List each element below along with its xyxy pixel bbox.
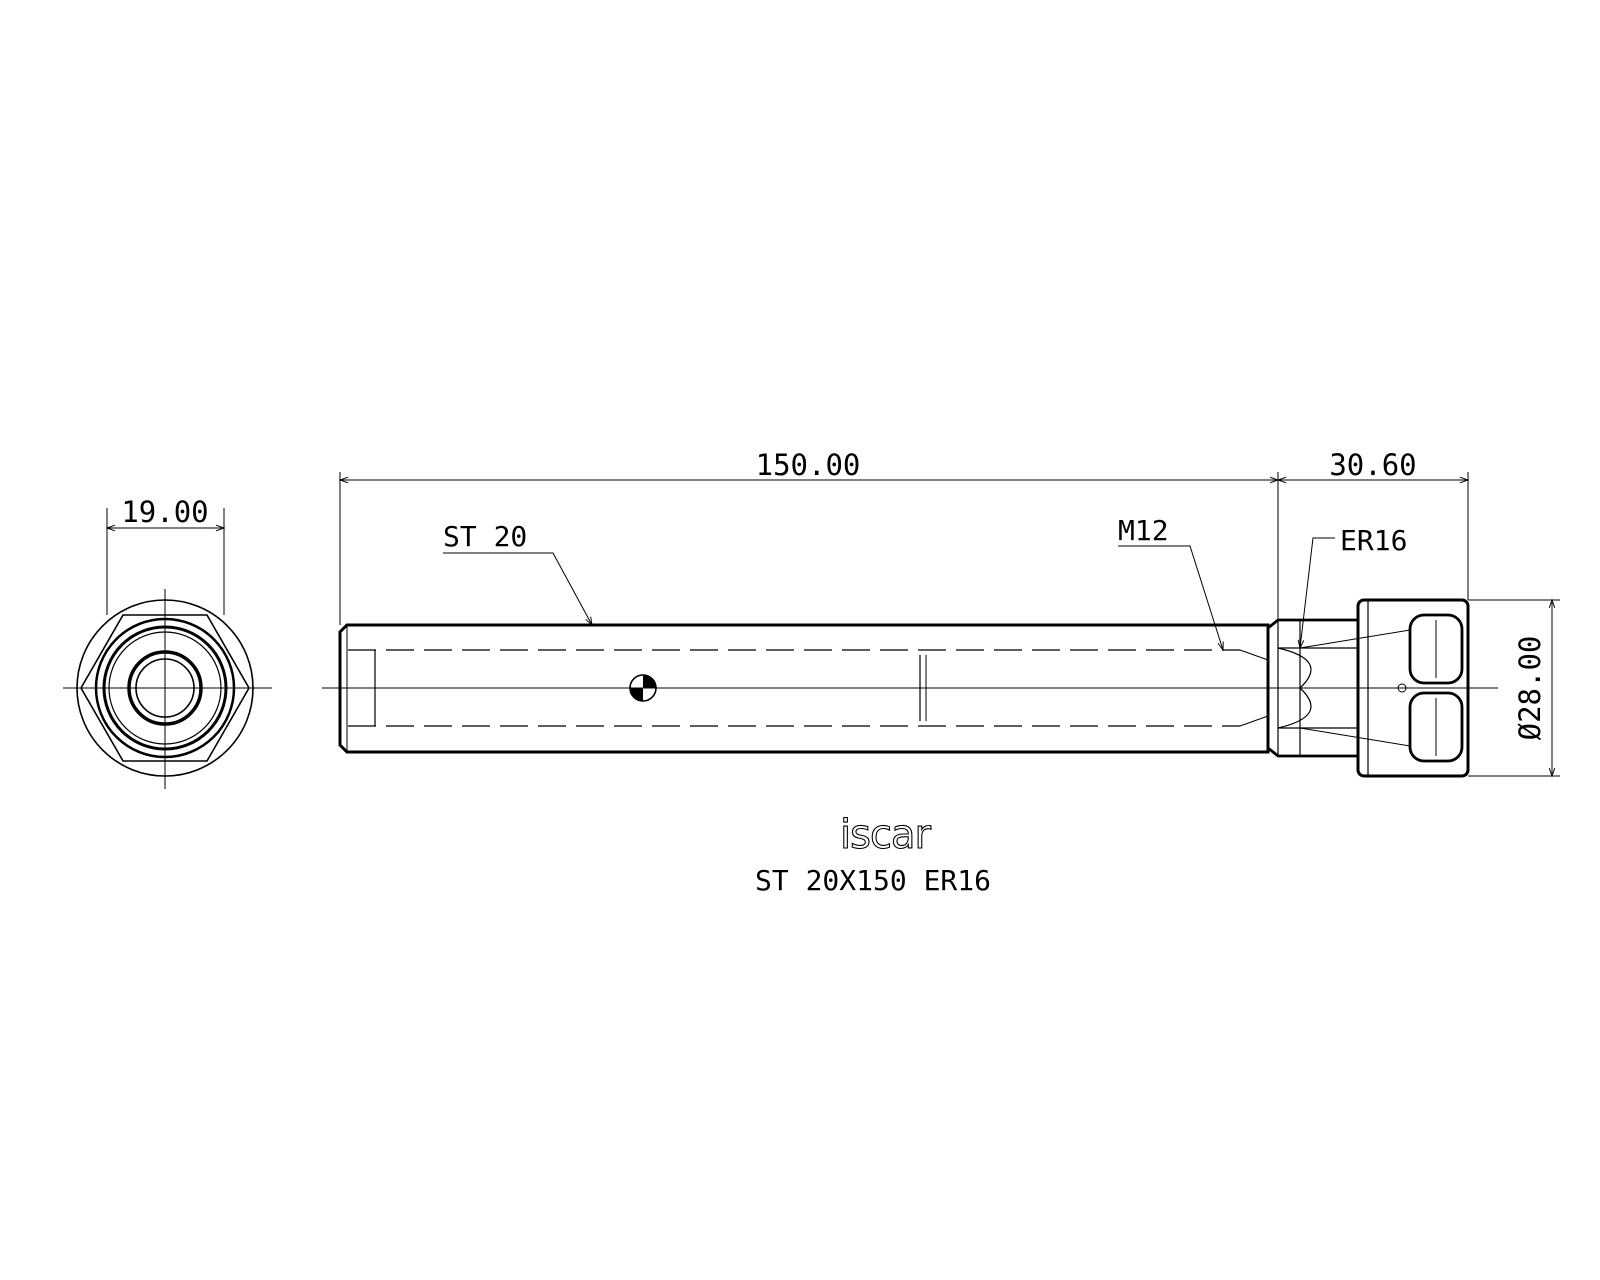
iscar-logo: iscar bbox=[840, 812, 931, 858]
leader-shank bbox=[443, 552, 593, 627]
collet-nut-outline bbox=[1356, 598, 1470, 778]
side-view bbox=[322, 472, 1560, 778]
collar-hex-face bbox=[1277, 647, 1312, 729]
end-view-bore bbox=[135, 658, 195, 718]
dim-nut-length: 30.60 bbox=[1329, 448, 1416, 482]
collet-nut-slot-lower bbox=[1408, 691, 1464, 763]
label-collet: ER16 bbox=[1340, 524, 1407, 557]
end-view-ring-4 bbox=[127, 650, 203, 726]
collet-nut-slot-upper bbox=[1408, 613, 1464, 685]
collet-taper-upper bbox=[1299, 629, 1411, 649]
dim-hex-width: 19.00 bbox=[121, 495, 208, 529]
end-view-ring-2 bbox=[102, 625, 228, 751]
center-mark-fill-b bbox=[630, 688, 643, 701]
label-thread: M12 bbox=[1118, 514, 1169, 547]
part-title: ST 20X150 ER16 bbox=[755, 864, 991, 897]
end-view-outer-circle bbox=[76, 599, 254, 777]
end-view-ring-1 bbox=[94, 617, 236, 759]
end-view-ring-3 bbox=[108, 631, 222, 745]
label-shank: ST 20 bbox=[443, 520, 527, 553]
end-view-hex-outline bbox=[80, 614, 250, 762]
dim-shank-length: 150.00 bbox=[756, 448, 861, 482]
thread-end-upper bbox=[1239, 649, 1269, 661]
collet-small-circle bbox=[1397, 683, 1407, 693]
dim-nut-diameter: Ø28.00 bbox=[1513, 636, 1547, 741]
end-view bbox=[63, 508, 272, 789]
center-mark-fill-a bbox=[643, 675, 656, 688]
leader-thread bbox=[1118, 545, 1224, 652]
leader-collet bbox=[1297, 537, 1335, 650]
thread-end-lower bbox=[1239, 715, 1269, 727]
shank-hidden-bore bbox=[348, 649, 1240, 727]
collet-taper-lower bbox=[1299, 727, 1411, 747]
